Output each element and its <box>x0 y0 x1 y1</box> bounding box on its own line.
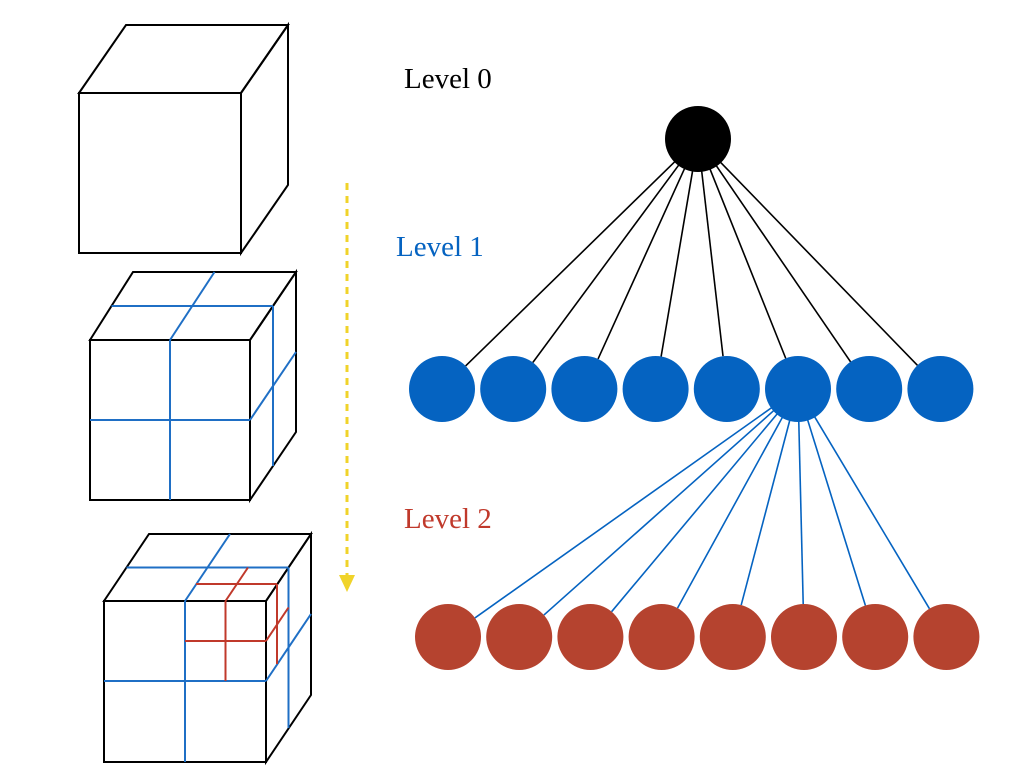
level-1-nodes <box>409 356 974 422</box>
level-0-label: Level 0 <box>404 63 492 95</box>
edge-root-to-level1-8 <box>719 160 919 366</box>
level-2-node-4 <box>628 604 695 670</box>
edge-root-to-level1-2 <box>532 163 681 363</box>
cube-level-0 <box>77 21 290 257</box>
level-2-node-3 <box>557 604 624 670</box>
edge-level1-to-level2-5 <box>740 414 792 606</box>
edge-root-to-level1-5 <box>700 169 724 357</box>
edge-level1-to-level2-6 <box>797 415 805 605</box>
level-2-nodes <box>415 604 980 670</box>
edge-level1-to-level2-2 <box>543 406 779 616</box>
edge-level1-to-level2-1 <box>474 403 777 619</box>
edge-level1-to-level2-8 <box>811 411 931 610</box>
refinement-arrow <box>339 183 355 592</box>
level-1-node-5 <box>693 356 760 422</box>
cube-level-1 <box>88 268 298 504</box>
level-2-node-2 <box>486 604 553 670</box>
level-2-node-5 <box>699 604 766 670</box>
level-1-edges <box>465 160 919 367</box>
edge-root-to-level1-4 <box>660 169 694 357</box>
cube-level-2 <box>102 530 313 766</box>
level-1-node-1 <box>409 356 475 422</box>
level-1-node-4 <box>622 356 689 422</box>
level-1-node-7 <box>836 356 903 422</box>
edge-root-to-level1-1 <box>465 160 677 367</box>
edge-level1-to-level2-3 <box>610 409 782 613</box>
level-1-label: Level 1 <box>396 231 484 263</box>
level-2-edges <box>474 403 931 619</box>
edge-level1-to-level2-4 <box>676 412 786 609</box>
edge-level1-to-level2-7 <box>805 414 867 606</box>
level-2-node-8 <box>913 604 980 670</box>
edge-root-to-level1-6 <box>708 167 787 359</box>
level-2-label: Level 2 <box>404 503 492 535</box>
level-1-node-6 <box>765 356 831 422</box>
level-2-node-1 <box>415 604 481 670</box>
level-2-node-6 <box>771 604 837 670</box>
edge-root-to-level1-7 <box>714 164 852 363</box>
root-node <box>665 106 731 172</box>
level-2-node-7 <box>842 604 909 670</box>
level-1-node-8 <box>907 356 974 422</box>
level-1-node-3 <box>551 356 618 422</box>
level-1-node-2 <box>480 356 547 422</box>
edge-root-to-level1-3 <box>597 166 686 360</box>
